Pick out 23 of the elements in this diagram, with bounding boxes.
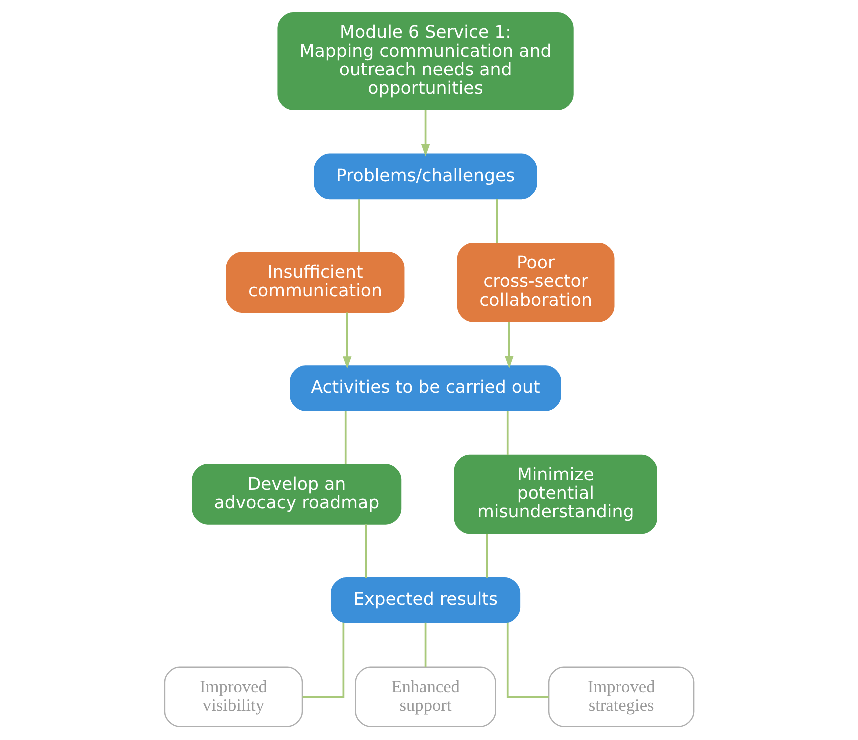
connector: [486, 534, 488, 578]
arrow: [342, 312, 352, 369]
node-box: Develop an advocacy roadmap: [192, 464, 402, 525]
node-box: Enhanced support: [354, 666, 496, 728]
arrow: [504, 322, 514, 369]
node-box: Module 6 Service 1: Mapping communication and outreach needs and opportunities: [277, 12, 574, 110]
node-box: Insufficient communication: [226, 252, 404, 313]
node-box: Poor cross-sector collaboration: [456, 243, 614, 322]
node-box: Expected results: [330, 578, 520, 624]
connector: [364, 524, 367, 578]
node-box: Minimize potential misunderstanding: [454, 454, 657, 534]
node-box: Improved strategies: [548, 666, 694, 728]
node-box: Problems/challenges: [314, 154, 537, 200]
connector: [424, 622, 426, 668]
node-box: Activities to be carried out: [290, 366, 561, 412]
connector: [496, 199, 498, 244]
node-box: Improved visibility: [164, 666, 303, 728]
connector: [344, 411, 346, 464]
connector: [358, 199, 360, 253]
connector: [506, 622, 548, 698]
connector: [506, 411, 508, 456]
connector: [302, 622, 344, 698]
arrow: [420, 110, 430, 157]
